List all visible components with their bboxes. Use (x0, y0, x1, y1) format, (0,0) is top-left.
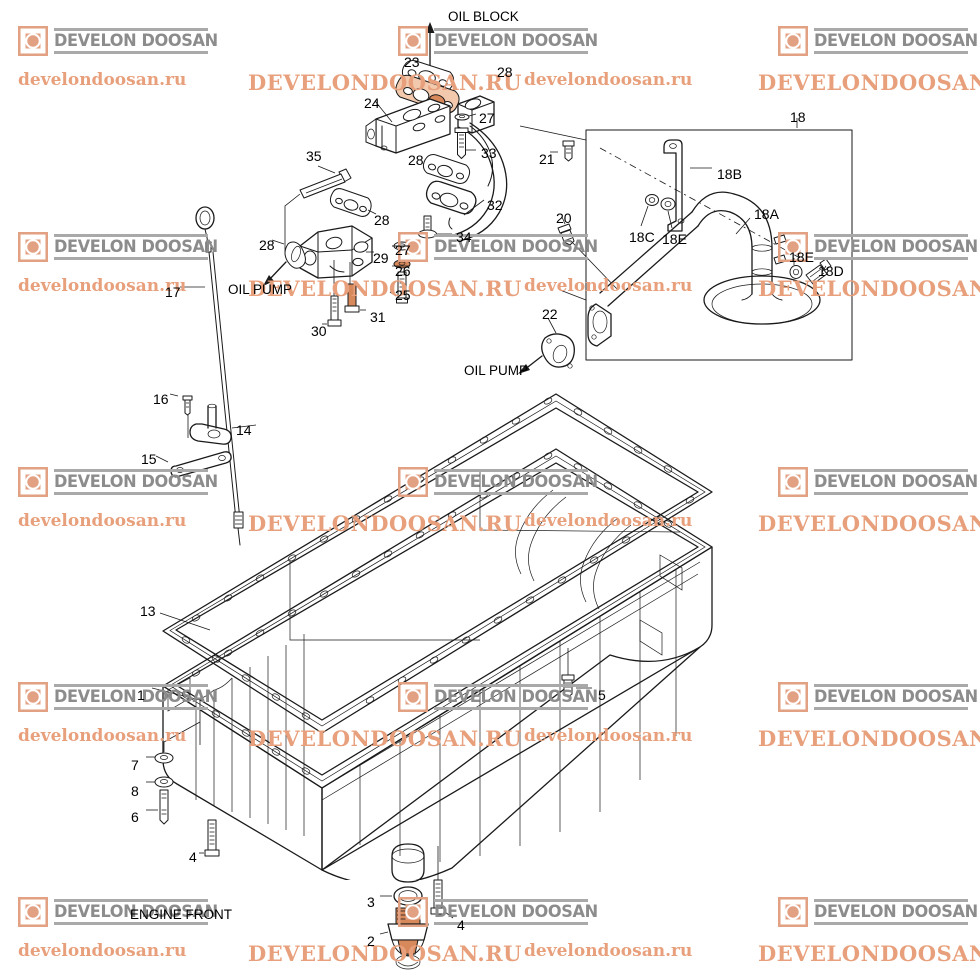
callout-28c: 28 (408, 152, 424, 168)
callout-1: 1 (137, 687, 145, 703)
callout-15: 15 (141, 451, 157, 467)
callout-29: 29 (373, 250, 389, 266)
oil-pump-arrow-right (518, 355, 543, 374)
part-21-bolt (562, 140, 575, 162)
part-24-oil-manifold (365, 98, 451, 154)
callout-14: 14 (236, 422, 252, 438)
callout-32: 32 (487, 197, 503, 213)
callout-3: 3 (367, 894, 375, 910)
part-32-oil-tube (448, 122, 508, 242)
part-20-bolt (557, 223, 575, 246)
callout-22: 22 (542, 306, 558, 322)
callout-4b: 4 (457, 917, 465, 933)
part-30-bolt (327, 295, 342, 327)
callout-25: 25 (395, 287, 411, 303)
callout-20: 20 (556, 210, 572, 226)
callout-27b: 27 (479, 110, 495, 126)
part-18E-washer-left (660, 197, 676, 211)
part-18-assembly-box (585, 118, 853, 361)
callout-21: 21 (539, 151, 555, 167)
part-35-bolt (299, 168, 352, 199)
callout-27a: 27 (395, 242, 411, 258)
callout-17: 17 (165, 284, 181, 300)
part-7-washer (154, 752, 174, 764)
pan-drain-boss (391, 843, 425, 883)
callout-28d: 28 (259, 237, 275, 253)
callout-18C: 18C (629, 229, 655, 245)
part-16-bolt (182, 395, 193, 416)
label-oil-pump-1: OIL PUMP (228, 282, 293, 297)
callout-5: 5 (598, 687, 606, 703)
callout-18E2: 18E (789, 249, 814, 265)
callout-6: 6 (131, 809, 139, 825)
callout-30: 30 (311, 323, 327, 339)
part-18B-bracket (663, 139, 685, 232)
part-4-bolt-left (204, 819, 220, 857)
part-18C-nut (645, 194, 659, 206)
callout-33: 33 (481, 145, 497, 161)
part-14-dipstick-tube-holder (189, 403, 232, 445)
part-33-bolt (454, 127, 469, 159)
oil-pump-arrow-left (263, 261, 287, 286)
callout-18A: 18A (754, 206, 779, 222)
callout-13: 13 (140, 603, 156, 619)
part-17-dipstick (195, 206, 244, 546)
callout-23: 23 (404, 54, 420, 70)
part-6-stud (159, 789, 169, 825)
label-oil-pump-2: OIL PUMP (464, 363, 529, 378)
part-28-gasket-top (401, 60, 455, 92)
label-oil-block: OIL BLOCK (448, 9, 519, 24)
part-flange-center (425, 180, 477, 215)
callout-8: 8 (131, 783, 139, 799)
part-28-gasket-left (284, 241, 306, 269)
callout-16: 16 (153, 391, 169, 407)
part-28-gasket-mid (422, 154, 471, 184)
callout-7: 7 (131, 757, 139, 773)
callout-18D: 18D (818, 263, 844, 279)
callout-31: 31 (370, 309, 386, 325)
callout-26: 26 (395, 263, 411, 279)
callout-18: 18 (790, 109, 806, 125)
callout-28b: 28 (374, 212, 390, 228)
callout-24: 24 (364, 95, 380, 111)
part-18D-bolt (805, 258, 832, 285)
callout-18E1: 18E (662, 231, 687, 247)
callout-2: 2 (367, 933, 375, 949)
part-22-gasket (541, 333, 575, 369)
callout-4a: 4 (189, 849, 197, 865)
part-upper-connector-block (457, 95, 495, 187)
part-27-washer-top (454, 113, 470, 121)
callout-35: 35 (306, 148, 322, 164)
part-25-bolt (396, 271, 408, 304)
callout-34: 34 (456, 229, 472, 245)
callout-28a: 28 (497, 64, 513, 80)
callout-18B: 18B (717, 166, 742, 182)
part-31-bolt (344, 283, 360, 313)
label-engine-front: ENGINE FRONT (130, 907, 233, 922)
part-18E-washer-right (789, 265, 803, 279)
part-29-oil-pump-housing (299, 225, 373, 279)
